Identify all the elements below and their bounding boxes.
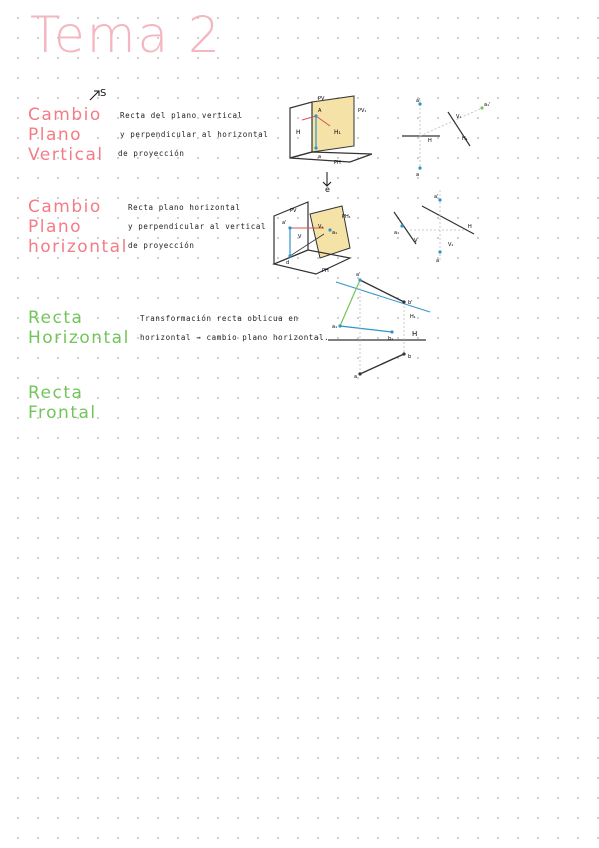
label-d: d	[286, 260, 289, 266]
label-b: b	[408, 354, 411, 360]
heading-recta-horizontal: Recta Horizontal	[28, 308, 130, 348]
note-line: de proyección	[118, 149, 185, 158]
label-a: a	[354, 374, 357, 380]
note-line: Recta del plano vertical	[120, 111, 243, 120]
label-a-prime: a'	[356, 272, 360, 278]
figure-cambio-horizontal-3d: PV PH₁ PH V Vₐ a' a₁ d	[272, 201, 352, 275]
page-title: Tema 2	[30, 6, 222, 64]
label-h: H	[412, 330, 417, 338]
note-line: Transformación recta oblicua en	[140, 314, 299, 323]
label-a-prime: a'	[416, 98, 420, 104]
label-h1: H₁	[462, 136, 468, 142]
label-b1: b₁	[388, 336, 393, 342]
note-recta-horizontal: Transformación recta oblicua en horizont…	[140, 309, 329, 347]
heading-line: Recta	[28, 308, 84, 328]
label-h1: H₁	[410, 314, 416, 320]
label-v1: V₁	[448, 242, 453, 248]
label-ph: PH	[334, 160, 341, 166]
label-a-prime: a'	[282, 220, 286, 226]
label-pv: PV	[290, 208, 297, 214]
heading-cambio-plano-horizontal: Cambio Plano horizontal	[28, 197, 128, 257]
label-b-prime: b'	[408, 300, 413, 306]
label-a: a	[416, 172, 419, 178]
note-cambio-plano-vertical: Recta del plano vertical y perpendicular…	[118, 106, 269, 163]
label-h: H	[296, 129, 301, 136]
heading-line: Horizontal	[28, 328, 130, 348]
note-line: y perpendicular al horizontal	[120, 130, 269, 139]
figure-cambio-vertical-projection: a' H V₁ a H₁ a₁'	[402, 98, 490, 178]
arrow-label: e	[325, 185, 330, 194]
label-a1: a₁	[394, 230, 399, 236]
heading-line: horizontal	[28, 237, 128, 257]
label-h: H	[428, 138, 432, 144]
note-line: Recta plano horizontal	[128, 203, 241, 212]
label-a-lower: a	[318, 154, 321, 160]
label-a1: a₁	[332, 324, 337, 330]
top-mark: S	[100, 88, 107, 99]
label-a-prime: a'	[434, 194, 438, 200]
heading-line: Plano	[28, 125, 83, 145]
note-line: y perpendicular al vertical	[128, 222, 267, 231]
figure-cambio-vertical-3d: PV PV₁ PH H H₁ A a	[289, 95, 373, 166]
label-pv1: PV₁	[358, 108, 366, 114]
heading-cambio-plano-vertical: Cambio Plano Vertical	[28, 105, 104, 165]
label-h1: H₁	[334, 129, 342, 136]
label-a1: a₁	[332, 230, 337, 236]
label-a: a	[436, 258, 439, 264]
heading-line: Cambio	[28, 105, 102, 125]
figure-cambio-horizontal-projection: a' V H V₁ a a₁	[393, 190, 475, 264]
figure-recta-horizontal: a' b' a₁ b₁ H H₁ a b	[328, 272, 431, 380]
label-va: Vₐ	[318, 224, 323, 230]
label-v1: V₁	[456, 114, 461, 120]
heading-line: Cambio	[28, 197, 102, 217]
heading-line: Plano	[28, 217, 83, 237]
label-pv: PV	[318, 96, 325, 102]
heading-recta-frontal: Recta Frontal	[28, 383, 97, 423]
arrow-icon	[89, 90, 100, 101]
label-a-upper: A	[318, 108, 322, 114]
note-cambio-plano-horizontal: Recta plano horizontal y perpendicular a…	[128, 198, 266, 255]
label-ph: PH	[322, 268, 329, 274]
label-ph1: PH₁	[342, 214, 351, 220]
note-line: de proyección	[128, 241, 195, 250]
label-h: H	[468, 224, 472, 230]
down-arrow-icon	[322, 172, 332, 187]
label-a1-prime: a₁'	[484, 102, 490, 108]
heading-line: Vertical	[28, 145, 104, 165]
label-v: V	[298, 234, 302, 240]
heading-line: Frontal	[28, 403, 97, 423]
label-v: V	[414, 238, 418, 244]
note-line: horizontal → cambio plano horizontal.	[140, 333, 330, 342]
heading-line: Recta	[28, 383, 84, 403]
